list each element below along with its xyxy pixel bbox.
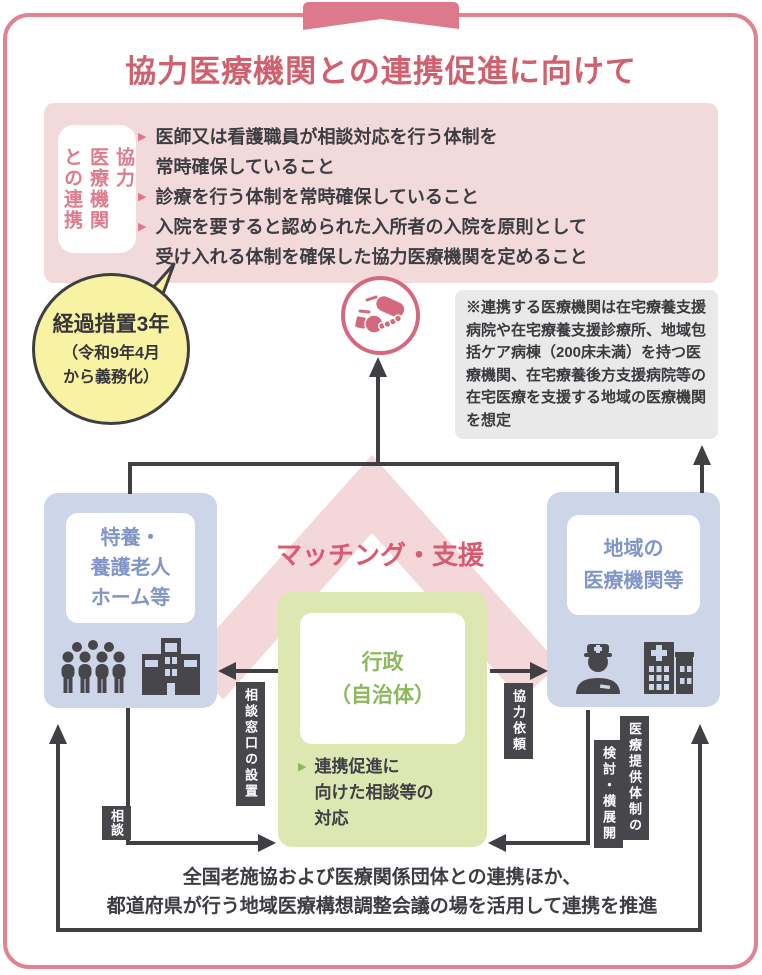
medical-box: 地域の 医療機関等 <box>547 492 720 707</box>
label-medical-system-line2: 検討・横展開 <box>594 740 623 848</box>
transition-bubble-title: 経過措置3年 <box>52 313 170 336</box>
transition-bubble-subtitle: （令和9年4月 から義務化） <box>62 345 160 386</box>
bottom-note: 全国老施協および医療関係団体との連携ほか、 都道府県が行う地域医療構想調整会議の… <box>106 867 658 917</box>
note-box: ※連携する医療機関は在宅療養支援病院や在宅療養支援診療所、地域包括ケア病棟（20… <box>455 290 718 439</box>
title-ribbon <box>303 2 459 30</box>
bullet-triangle-icon: ▶ <box>138 131 147 143</box>
requirements-list: ▶ 医師又は看護職員が相談対応を行う体制を 常時確保していること ▶ 診療を行う… <box>138 122 698 272</box>
handshake-icon <box>354 295 404 334</box>
matching-support-label: マッチング・支援 <box>275 540 484 570</box>
government-bullet: ▶ 連携促進に 向けた相談等の 対応 <box>298 754 433 832</box>
requirement-text: 入院を要すると認められた入所者の入院を原則として 受け入れる体制を確保した協力医… <box>155 217 588 267</box>
requirements-panel: 協力 医療機関 との連携 ▶ 医師又は看護職員が相談対応を行う体制を 常時確保し… <box>44 103 718 283</box>
doctor-icon <box>576 644 620 694</box>
requirement-text: 診療を行う体制を常時確保していること <box>155 187 479 207</box>
label-cooperation-request: 協力依頼 <box>504 683 533 759</box>
requirement-item: ▶ 医師又は看護職員が相談対応を行う体制を 常時確保していること <box>138 122 698 182</box>
facility-box-title: 特養・ 養護老人 ホーム等 <box>66 513 195 623</box>
requirement-item: ▶ 入院を要すると認められた入所者の入院を原則として 受け入れる体制を確保した協… <box>138 212 698 272</box>
label-consult-window: 相談窓口の設置 <box>236 682 265 806</box>
requirements-side-label: 協力 医療機関 との連携 <box>58 125 136 253</box>
facility-box: 特養・ 養護老人 ホーム等 <box>44 493 217 708</box>
page-title: 協力医療機関との連携促進に向けて <box>125 54 637 89</box>
bullet-triangle-icon: ▶ <box>138 221 147 233</box>
bullet-triangle-icon: ▶ <box>138 191 147 203</box>
facility-icons <box>44 638 217 695</box>
government-bullet-text: 連携促進に 向けた相談等の 対応 <box>314 757 434 828</box>
government-box-title: 行政 （自治体） <box>300 613 465 744</box>
label-medical-system-line1: 医療提供体制の <box>620 716 649 840</box>
requirement-text: 医師又は看護職員が相談対応を行う体制を 常時確保していること <box>155 127 498 177</box>
hospital-icon <box>644 642 694 694</box>
medical-icons <box>547 640 720 694</box>
bullet-triangle-icon: ▶ <box>298 761 307 773</box>
requirement-item: ▶ 診療を行う体制を常時確保していること <box>138 182 698 212</box>
transition-bubble: 経過措置3年 （令和9年4月 から義務化） <box>32 273 190 425</box>
government-box: 行政 （自治体） ▶ 連携促進に 向けた相談等の 対応 <box>278 592 487 847</box>
medical-box-title: 地域の 医療機関等 <box>567 515 700 615</box>
label-consult: 相談 <box>102 806 131 840</box>
people-group-icon <box>61 640 126 693</box>
facility-building-icon <box>142 638 200 695</box>
handshake-badge <box>341 276 420 355</box>
